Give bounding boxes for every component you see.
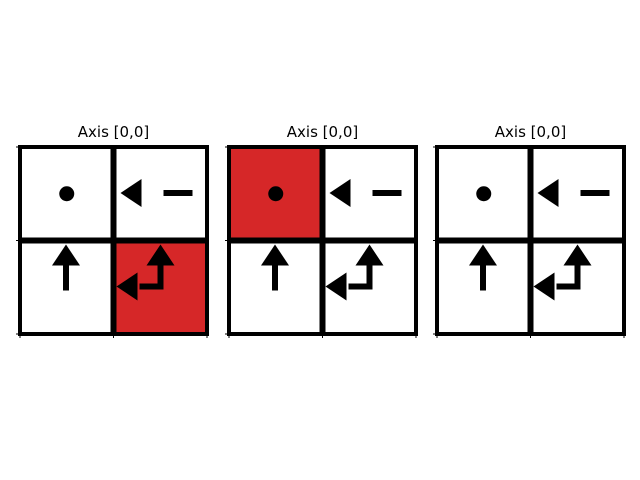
arrow-left-icon bbox=[120, 179, 193, 207]
arrow-up-icon bbox=[52, 244, 80, 291]
cell-symbol bbox=[116, 244, 175, 301]
axis-ticks bbox=[225, 146, 417, 338]
cell-symbol bbox=[261, 244, 289, 291]
cell-symbol bbox=[469, 244, 497, 291]
cell-symbol bbox=[59, 186, 75, 202]
grid-panel-2 bbox=[225, 145, 418, 338]
axis-ticks bbox=[433, 146, 625, 338]
dot-icon bbox=[268, 186, 284, 202]
panel-3-title: Axis [0,0] bbox=[494, 123, 567, 141]
cell-symbol bbox=[52, 244, 80, 291]
arrow-left-icon bbox=[329, 179, 402, 207]
dot-icon bbox=[476, 186, 492, 202]
arrow-up-icon bbox=[261, 244, 289, 291]
axis-ticks bbox=[16, 146, 208, 338]
grid-panel-3 bbox=[433, 145, 626, 338]
cell-symbol bbox=[476, 186, 492, 202]
arrow-up-left-turn-icon bbox=[116, 244, 175, 301]
cell-symbol bbox=[325, 244, 384, 301]
panel-2-title: Axis [0,0] bbox=[286, 123, 359, 141]
arrow-left-icon bbox=[537, 179, 610, 207]
cell-symbol bbox=[268, 186, 284, 202]
dot-icon bbox=[59, 186, 75, 202]
panel-1-title: Axis [0,0] bbox=[77, 123, 150, 141]
cell-symbol bbox=[120, 179, 193, 207]
cell-symbol bbox=[533, 244, 592, 301]
arrow-up-left-turn-icon bbox=[533, 244, 592, 301]
arrow-up-left-turn-icon bbox=[325, 244, 384, 301]
cell-symbol bbox=[537, 179, 610, 207]
grid-panel-1 bbox=[16, 145, 209, 338]
cell-symbol bbox=[329, 179, 402, 207]
arrow-up-icon bbox=[469, 244, 497, 291]
